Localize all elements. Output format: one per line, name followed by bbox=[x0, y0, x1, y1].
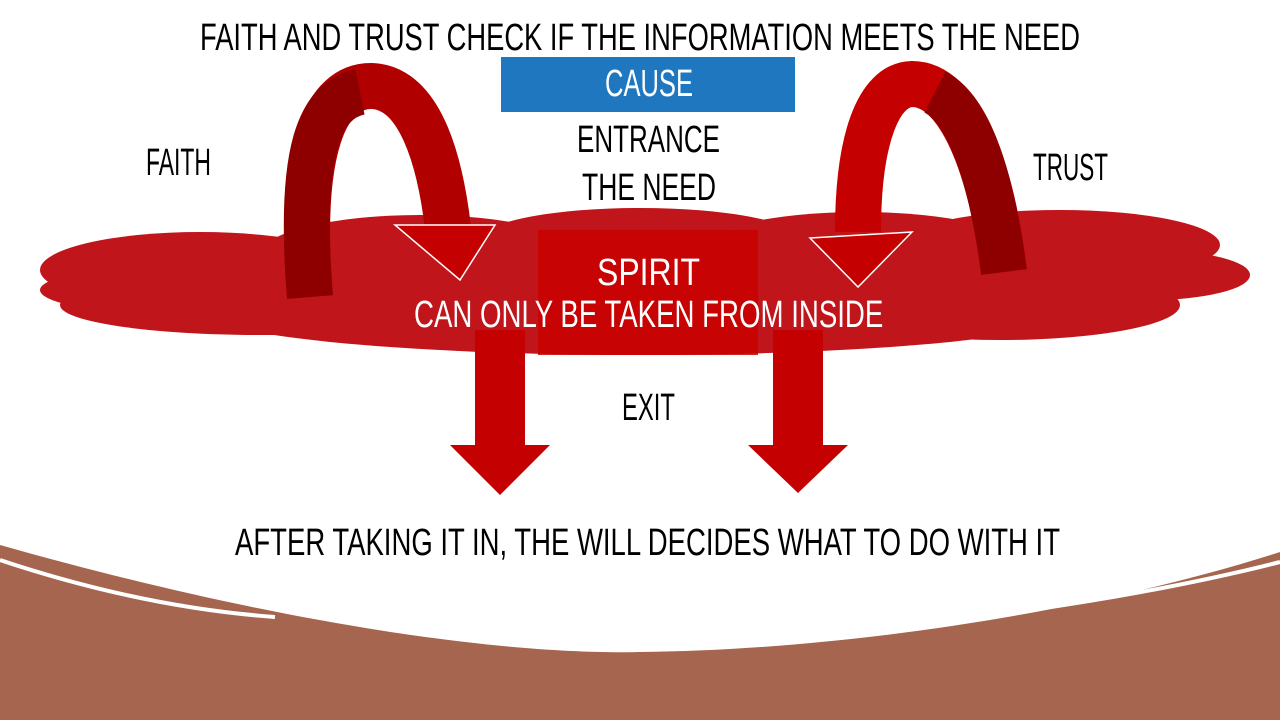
spirit-subtitle: CAN ONLY BE TAKEN FROM INSIDE bbox=[414, 294, 884, 336]
cause-label: CAUSE bbox=[605, 63, 693, 105]
exit-arrow-right bbox=[748, 330, 848, 493]
trust-curved-arrow bbox=[808, 60, 1027, 289]
faith-curved-arrow bbox=[283, 63, 497, 299]
faith-label: FAITH bbox=[146, 142, 211, 184]
entrance-label: ENTRANCE bbox=[577, 119, 720, 161]
footer-stripe-right bbox=[709, 560, 1280, 647]
exit-label: EXIT bbox=[622, 387, 675, 429]
conclusion-text: AFTER TAKING IT IN, THE WILL DECIDES WHA… bbox=[235, 522, 1060, 564]
slide-title: FAITH AND TRUST CHECK IF THE INFORMATION… bbox=[200, 17, 1080, 59]
cause-box bbox=[501, 57, 795, 112]
footer-wave bbox=[0, 545, 1280, 720]
exit-arrow-left bbox=[450, 330, 550, 495]
trust-label: TRUST bbox=[1033, 147, 1108, 189]
spirit-label: SPIRIT bbox=[597, 252, 700, 294]
footer-stripe-left bbox=[0, 558, 276, 619]
spirit-box bbox=[538, 230, 758, 355]
need-label: THE NEED bbox=[582, 167, 716, 209]
